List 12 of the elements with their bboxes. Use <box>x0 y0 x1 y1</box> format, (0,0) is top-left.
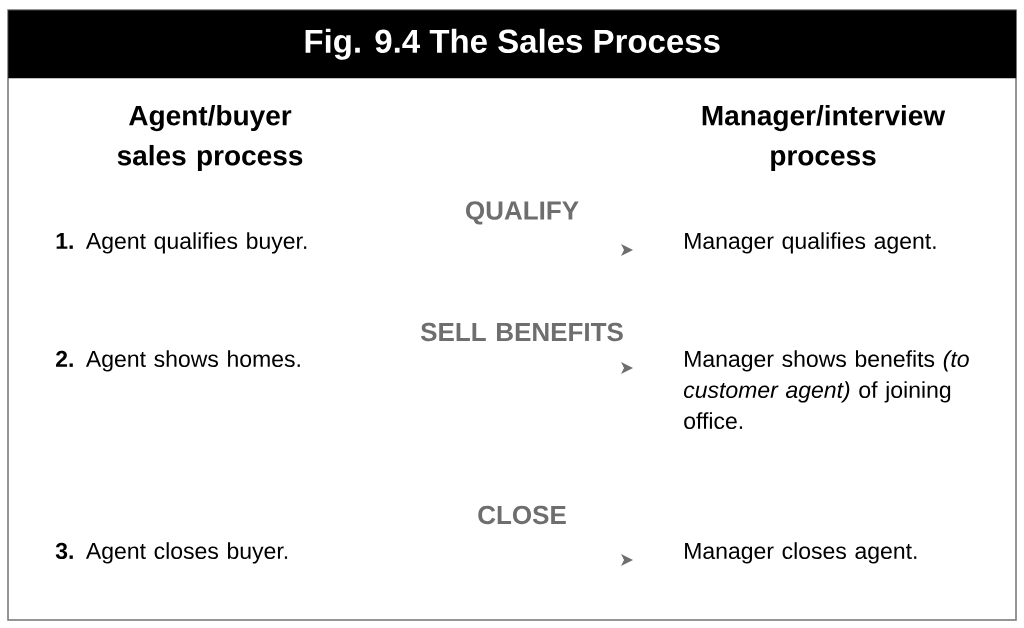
step-text: 2. Agent shows homes. <box>56 350 300 372</box>
step-text: Manager closes agent. <box>685 542 917 564</box>
step-text: Manager shows benefits (to customer agent) of joining office. <box>683 350 969 430</box>
phase-label: QUALIFY <box>466 201 579 225</box>
column-heading: Manager/interview process <box>702 104 946 172</box>
phase-label: SELL BENEFITS <box>420 322 623 342</box>
phase-label: CLOSE <box>478 505 566 525</box>
title-bar: Fig. 9.4 The Sales Process <box>8 10 1017 79</box>
step-text: 1. Agent qualifies buyer. <box>56 232 307 254</box>
step-text: 3. Agent closes buyer. <box>55 542 288 564</box>
column-heading: Agent/buyer sales process <box>117 104 303 172</box>
step-text: Manager qualifies agent. <box>685 232 936 254</box>
